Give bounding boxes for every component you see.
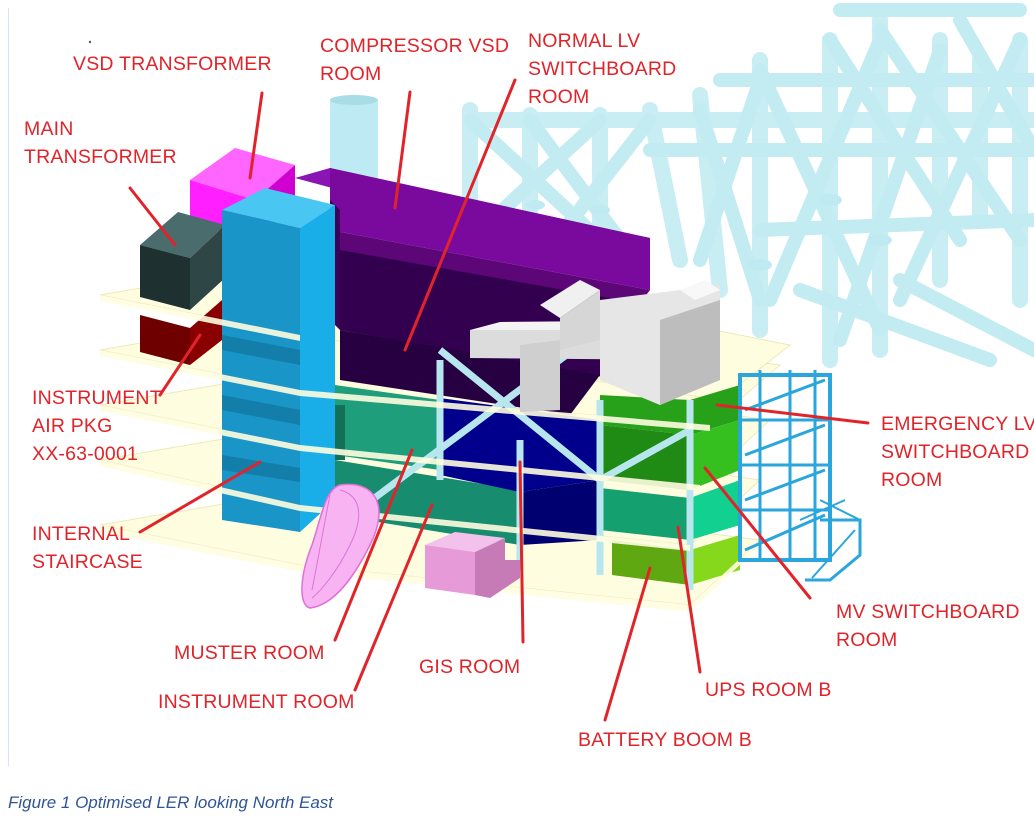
label-ups-room-b: UPS ROOM B <box>705 676 832 704</box>
label-instrument-room: INSTRUMENT ROOM <box>158 688 355 716</box>
external-staircase <box>740 370 860 580</box>
label-mv-switchboard-room: MV SWITCHBOARD ROOM <box>836 598 1020 654</box>
label-gis-room: GIS ROOM <box>419 653 520 681</box>
label-emergency-lv-switchboard-room: EMERGENCY LV SWITCHBOARD ROOM <box>881 410 1034 494</box>
label-instrument-air-pkg: INSTRUMENT AIR PKG XX-63-0001 <box>32 384 162 468</box>
label-vsd-transformer: VSD TRANSFORMER <box>73 50 272 78</box>
label-normal-lv-switchboard-room: NORMAL LV SWITCHBOARD ROOM <box>528 27 676 111</box>
label-main-transformer: MAIN TRANSFORMER <box>24 115 177 171</box>
label-compressor-vsd-room: COMPRESSOR VSD ROOM <box>320 32 509 88</box>
internal-staircase-tower <box>222 188 335 532</box>
figure-caption: Figure 1 Optimised LER looking North Eas… <box>8 793 333 813</box>
label-internal-staircase: INTERNAL STAIRCASE <box>32 520 143 576</box>
label-muster-room: MUSTER ROOM <box>174 639 325 667</box>
label-battery-boom-b: BATTERY BOOM B <box>578 726 752 754</box>
